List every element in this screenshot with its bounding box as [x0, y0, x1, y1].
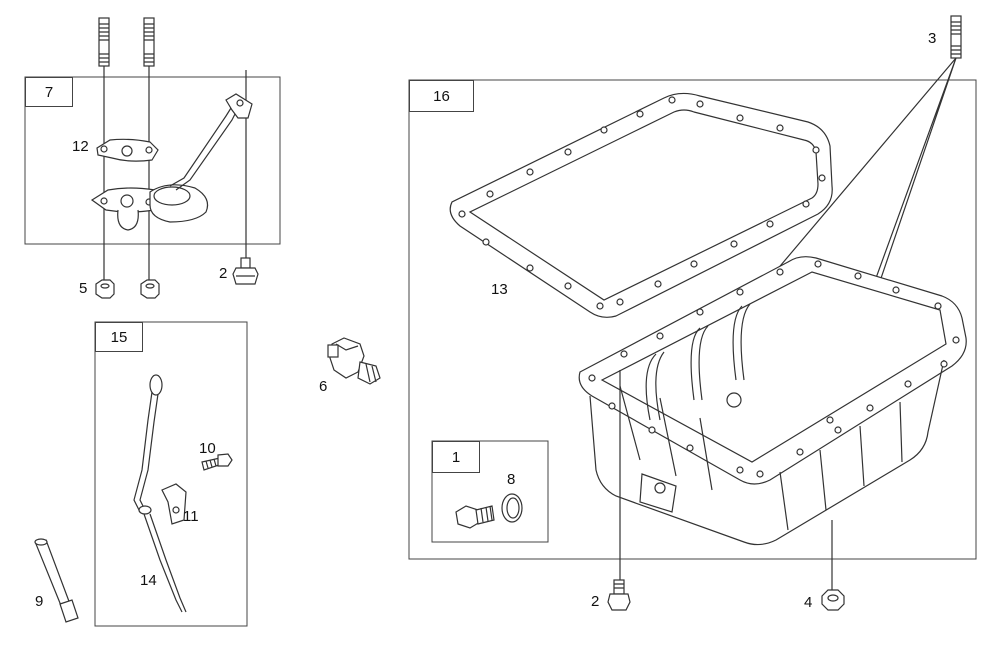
pipe-9: [34, 538, 79, 623]
oil-strainer: [90, 93, 253, 231]
bolt-2-lower: [607, 579, 631, 611]
group-tag-16: 16: [409, 80, 474, 112]
callout-14: 14: [140, 572, 157, 589]
group-16-box: [408, 79, 977, 560]
group-1-box: [431, 440, 549, 543]
bolt-10: [201, 453, 233, 471]
callout-5: 5: [79, 280, 88, 297]
bolt-2-upper: [232, 257, 259, 285]
callout-10: 10: [199, 440, 216, 457]
callout-13: 13: [491, 281, 508, 298]
group-7-box: [24, 76, 281, 245]
oil-level-gauge-guide: [133, 374, 187, 613]
nut-5-left: [95, 279, 115, 299]
nut-4: [821, 589, 845, 611]
stud-right: [143, 17, 155, 67]
callout-9: 9: [35, 593, 44, 610]
callout-11: 11: [183, 508, 199, 525]
group-tag-15: 15: [95, 322, 143, 352]
callout-2-lower: 2: [591, 593, 600, 610]
oil-pan-gasket: [449, 92, 833, 318]
callout-6: 6: [319, 378, 328, 395]
group-tag-7: 7: [25, 77, 73, 107]
callout-12: 12: [72, 138, 89, 155]
callout-4: 4: [804, 594, 813, 611]
stud-3: [950, 15, 962, 59]
callout-2-upper: 2: [219, 265, 228, 282]
drain-plug: [455, 505, 495, 529]
group-tag-1: 1: [432, 441, 480, 473]
oil-strainer-gasket: [96, 138, 159, 162]
oil-pan: [578, 256, 967, 546]
group-15-box: [94, 321, 248, 627]
callout-3: 3: [928, 30, 937, 47]
bracket-11: [161, 483, 187, 525]
stud-left: [98, 17, 110, 67]
callout-8: 8: [507, 471, 516, 488]
drain-washer: [501, 493, 523, 523]
nut-5-right: [140, 279, 160, 299]
oil-pressure-switch: [327, 337, 381, 385]
